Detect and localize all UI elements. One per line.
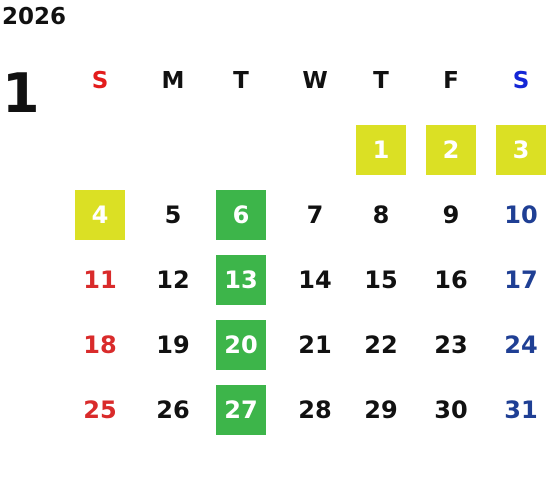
weekday-mon: M xyxy=(161,68,185,94)
day-cell-13[interactable]: 13 xyxy=(216,255,266,305)
day-cell-14[interactable]: 14 xyxy=(298,266,332,294)
day-cell-30[interactable]: 30 xyxy=(434,396,468,424)
day-cell-25[interactable]: 25 xyxy=(83,396,117,424)
day-cell-16[interactable]: 16 xyxy=(434,266,468,294)
day-cell-26[interactable]: 26 xyxy=(156,396,190,424)
day-cell-17[interactable]: 17 xyxy=(504,266,538,294)
year-label: 2026 xyxy=(2,4,67,30)
day-cell-8[interactable]: 8 xyxy=(372,201,390,229)
day-cell-29[interactable]: 29 xyxy=(364,396,398,424)
day-cell-9[interactable]: 9 xyxy=(442,201,460,229)
day-cell-3[interactable]: 3 xyxy=(496,125,546,175)
day-cell-4[interactable]: 4 xyxy=(75,190,125,240)
weekday-sat: S xyxy=(512,68,530,94)
day-cell-5[interactable]: 5 xyxy=(164,201,182,229)
day-cell-2[interactable]: 2 xyxy=(426,125,476,175)
day-cell-27[interactable]: 27 xyxy=(216,385,266,435)
weekday-wed: W xyxy=(302,68,328,94)
day-cell-1[interactable]: 1 xyxy=(356,125,406,175)
day-cell-19[interactable]: 19 xyxy=(156,331,190,359)
day-cell-11[interactable]: 11 xyxy=(83,266,117,294)
day-cell-28[interactable]: 28 xyxy=(298,396,332,424)
day-cell-18[interactable]: 18 xyxy=(83,331,117,359)
weekday-fri: F xyxy=(443,68,459,94)
day-cell-7[interactable]: 7 xyxy=(306,201,324,229)
day-cell-10[interactable]: 10 xyxy=(504,201,538,229)
weekday-sun: S xyxy=(91,68,109,94)
day-cell-6[interactable]: 6 xyxy=(216,190,266,240)
day-cell-31[interactable]: 31 xyxy=(504,396,538,424)
day-cell-20[interactable]: 20 xyxy=(216,320,266,370)
day-cell-15[interactable]: 15 xyxy=(364,266,398,294)
day-cell-23[interactable]: 23 xyxy=(434,331,468,359)
day-cell-24[interactable]: 24 xyxy=(504,331,538,359)
weekday-thu: T xyxy=(373,68,389,94)
day-cell-22[interactable]: 22 xyxy=(364,331,398,359)
day-cell-12[interactable]: 12 xyxy=(156,266,190,294)
month-label: 1 xyxy=(2,62,40,125)
weekday-tue: T xyxy=(233,68,249,94)
day-cell-21[interactable]: 21 xyxy=(298,331,332,359)
